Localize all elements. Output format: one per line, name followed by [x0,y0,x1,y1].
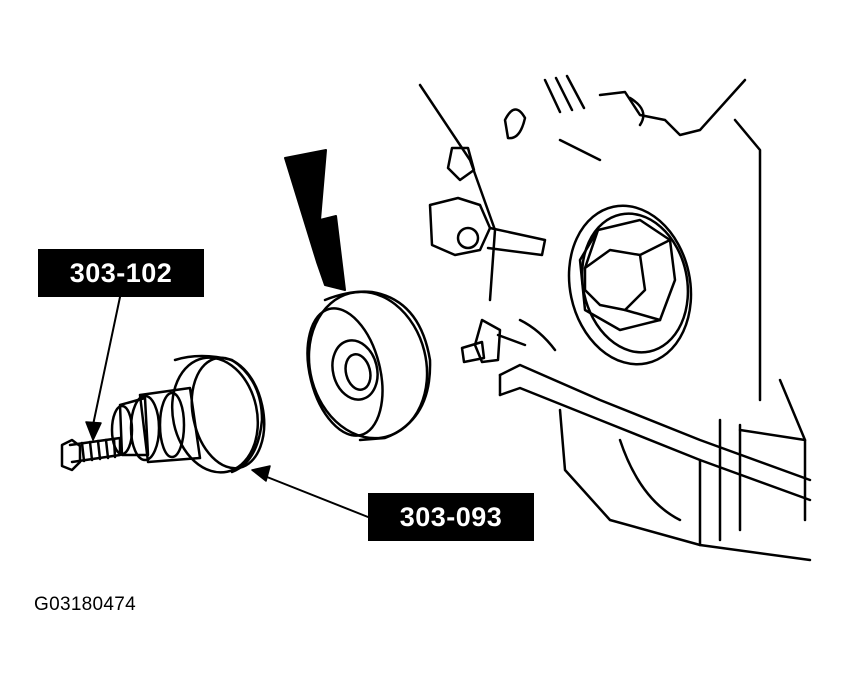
tensioner-bracket [428,146,547,364]
tool-callout-303-102: 303-102 [38,249,204,297]
crankshaft-pulley [306,290,432,442]
leader-lines [85,296,369,518]
tool-callout-303-093: 303-093 [368,493,534,541]
engine-block [418,74,812,562]
install-direction-arrow [284,149,346,291]
crankshaft-hub [567,204,693,366]
installer-tool [60,354,266,474]
figure-id: G03180474 [34,594,137,615]
